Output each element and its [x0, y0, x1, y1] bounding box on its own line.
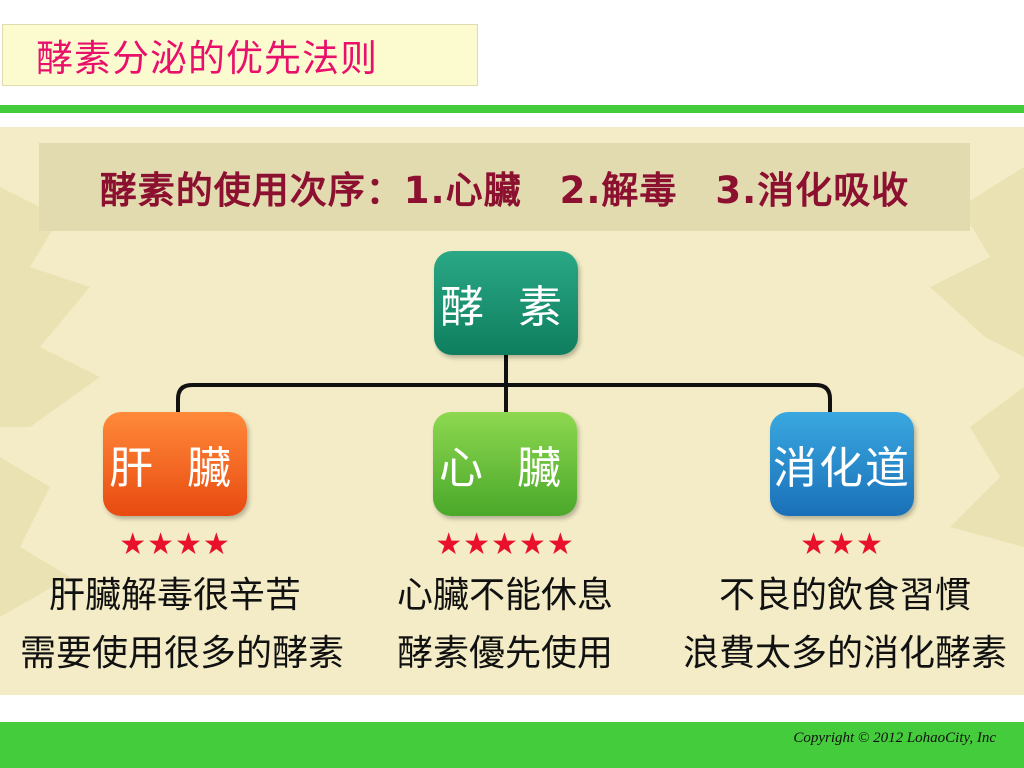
sun-decoration	[0, 167, 1024, 617]
digestive-tract-node: 消化道	[770, 412, 914, 516]
heart-desc-line2: 酵素優先使用	[396, 633, 613, 674]
heart-desc-line1: 心臟不能休息	[396, 575, 613, 616]
gut-description: 不良的飲食習慣 浪費太多的消化酵素	[680, 567, 1010, 683]
liver-rating-stars: ★★★★	[119, 527, 231, 562]
liver-desc-line1: 肝臟解毒很辛苦	[48, 575, 301, 616]
heart-node: 心 臟	[433, 412, 577, 516]
usage-order-banner: 酵素的使用次序：1.心臟 2.解毒 3.消化吸收	[39, 143, 970, 231]
liver-description: 肝臟解毒很辛苦 需要使用很多的酵素	[20, 567, 345, 683]
heart-rating-stars: ★★★★★	[435, 527, 575, 562]
copyright-text: Copyright © 2012 LohaoCity, Inc	[793, 730, 996, 746]
gut-desc-line2: 浪費太多的消化酵素	[682, 633, 1007, 674]
enzyme-root-node: 酵 素	[434, 251, 578, 355]
gut-rating-stars: ★★★	[800, 527, 884, 562]
liver-node: 肝 臟	[103, 412, 247, 516]
gut-desc-line1: 不良的飲食習慣	[718, 575, 971, 616]
heart-description: 心臟不能休息 酵素優先使用	[355, 567, 655, 683]
tree-connectors	[176, 355, 832, 412]
diagram-panel: 酵素的使用次序：1.心臟 2.解毒 3.消化吸收 酵 素 肝 臟 心 臟 消化道…	[0, 127, 1024, 695]
slide-title: 酵素分泌的优先法则	[2, 24, 478, 86]
liver-desc-line2: 需要使用很多的酵素	[20, 633, 345, 674]
green-divider	[0, 105, 1024, 113]
footer-bar: Copyright © 2012 LohaoCity, Inc	[0, 722, 1024, 768]
